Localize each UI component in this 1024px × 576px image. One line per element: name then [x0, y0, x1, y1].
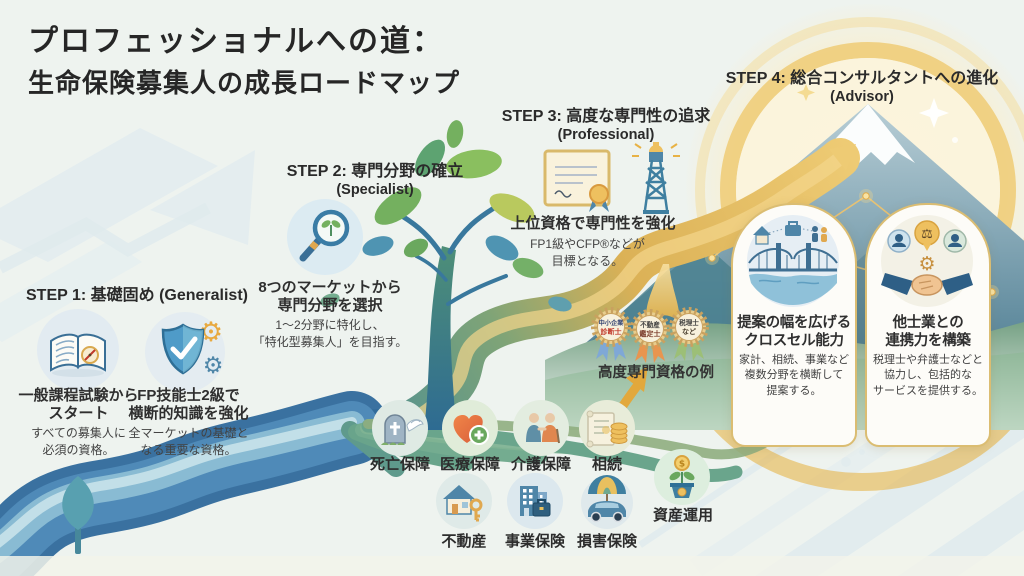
page-title: プロフェッショナルへの道： 生命保険募集人の成長ロードマップ — [28, 16, 460, 100]
badge-appraiser: 不動産 鑑定士 — [628, 307, 672, 371]
plant-coin-icon: $ — [653, 448, 711, 506]
heart-cross-icon — [441, 399, 499, 457]
badge-tax-accountant: 税理士 など — [667, 305, 711, 369]
step2-title: 8つのマーケットから 専門分野を選択 — [258, 279, 402, 315]
title-line-2: 生命保険募集人の成長ロードマップ — [28, 68, 461, 98]
market-label-inheritance: 相続 — [591, 456, 622, 473]
card2-title: 他士業との 連携力を構築 — [885, 315, 971, 349]
tree-leaves — [320, 120, 572, 499]
scroll-coins-icon — [578, 399, 636, 457]
step4-card-crosssell: 提案の幅を広げる クロスセル能力 家計、相続、事業など 複数分野を横断して 提案… — [731, 203, 857, 447]
step1-item2-desc: 全マーケットの基礎と なる重要な資格。 — [128, 426, 249, 457]
market-label-casualty: 損害保険 — [576, 533, 637, 550]
magnifier-sprout-icon — [286, 198, 364, 276]
market-label-death: 死亡保障 — [369, 456, 430, 473]
shield-gears-icon: ⚙ ⚙ — [145, 307, 231, 393]
step4-subheading: (Advisor) — [830, 89, 894, 105]
step3-heading: STEP 3: 高度な専門性の追求 (Professional) — [490, 102, 722, 143]
svg-text:など: など — [682, 327, 696, 336]
growth-tree — [320, 120, 572, 499]
card1-title: 提案の幅を広げる クロスセル能力 — [737, 315, 851, 349]
step4-card-partnership: ⚖ ⚙ 他士業との 連携力を構築 税理士や弁護士などと 協力し、包括的な サービ… — [865, 203, 991, 447]
certificate-medal-icon — [542, 145, 622, 213]
step3-subheading: (Professional) — [557, 127, 655, 143]
market-label-business: 事業保険 — [504, 533, 565, 550]
textbook-compass-icon — [35, 307, 121, 393]
handshake-partners-icon: ⚖ ⚙ — [879, 213, 975, 309]
elderly-care-icon — [512, 399, 570, 457]
badges-caption: 高度専門資格の例 — [598, 365, 714, 381]
market-label-medical: 医療保障 — [439, 456, 500, 473]
svg-text:税理士: 税理士 — [679, 318, 699, 327]
svg-text:中小企業: 中小企業 — [599, 319, 625, 327]
market-label-asset: 資産運用 — [652, 507, 713, 524]
step1-item2-title: FP技能士2級で 横断的知識を強化 — [128, 387, 249, 423]
gear-icon: ⚙ — [918, 253, 935, 275]
gold-flame — [646, 264, 680, 322]
sparkle-icon — [797, 84, 958, 143]
step2-heading: STEP 2: 専門分野の確立 (Specialist) — [252, 157, 498, 198]
svg-text:鑑定士: 鑑定士 — [640, 329, 661, 338]
card2-desc: 税理士や弁護士などと 協力し、包括的な サービスを提供する。 — [873, 354, 983, 397]
gear-icon: ⚙ — [203, 353, 224, 379]
card1-desc: 家計、相続、事業など 複数分野を横断して 提案する。 — [739, 354, 849, 397]
car-umbrella-icon — [578, 470, 636, 532]
title-line-1: プロフェッショナルへの道： — [28, 25, 444, 58]
step2-subheading: (Specialist) — [336, 182, 414, 198]
bottom-strip — [0, 556, 1024, 576]
step1-item1-title: 一般課程試験から スタート — [18, 387, 139, 423]
svg-text:診断士: 診断士 — [601, 327, 622, 336]
market-label-care: 介護保障 — [510, 456, 571, 473]
riverbank-tree — [62, 476, 94, 554]
scales-icon: ⚖ — [921, 227, 933, 242]
step2-desc: 1〜2分野に特化し、 「特化型募集人」を目指す。 — [252, 318, 408, 349]
badge-consultant: 中小企業 診断士 — [589, 305, 633, 369]
step1-item1-desc: すべての募集人に 必須の資格。 — [31, 426, 126, 457]
watermark-arrows-topleft — [0, 128, 255, 342]
step3-title: 上位資格で専門性を強化 — [510, 215, 676, 232]
svg-text:不動産: 不動産 — [640, 320, 660, 329]
step4-heading: STEP 4: 総合コンサルタントへの進化 (Advisor) — [690, 64, 1024, 105]
tombstone-dove-icon — [371, 399, 429, 457]
lighthouse-icon — [627, 134, 685, 218]
market-label-realestate: 不動産 — [441, 533, 487, 550]
step1-heading: STEP 1: 基礎固め (Generalist) — [26, 287, 248, 304]
building-briefcase-icon — [506, 472, 564, 530]
bridge-crosssell-icon — [745, 213, 841, 309]
house-key-icon — [435, 472, 493, 530]
step3-desc: FP1級やCFP®などが 目標となる。 — [530, 237, 645, 268]
river — [0, 391, 389, 576]
dollar-coin-icon: $ — [679, 460, 685, 470]
